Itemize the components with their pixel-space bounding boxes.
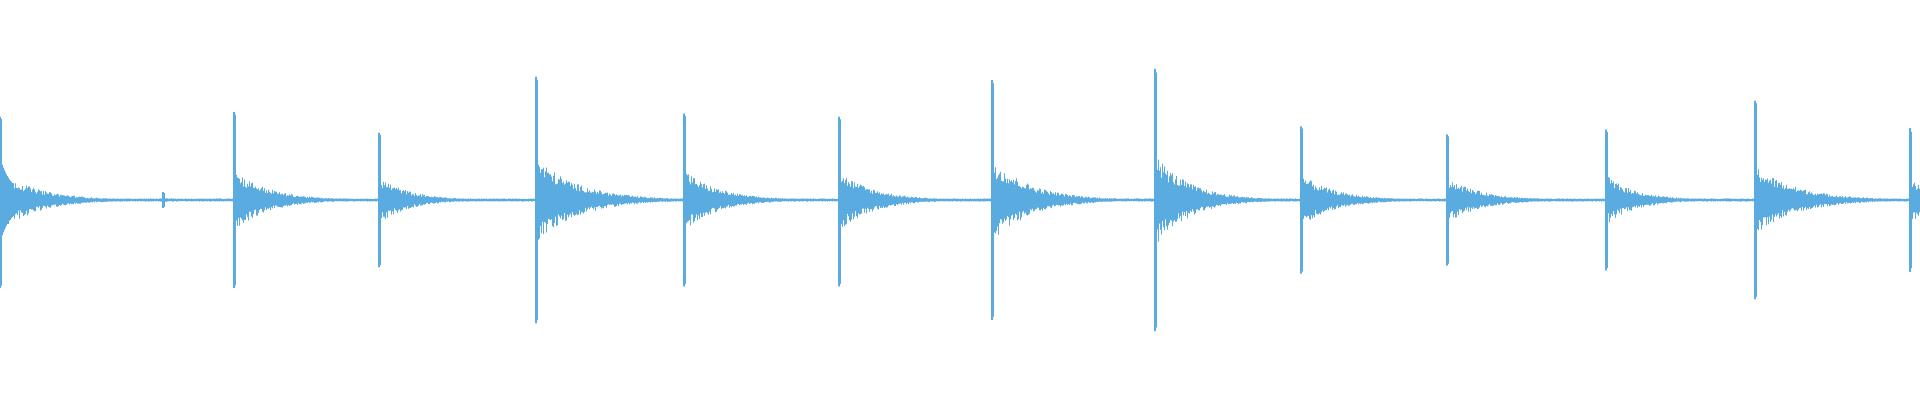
- waveform-trace: [0, 68, 1920, 332]
